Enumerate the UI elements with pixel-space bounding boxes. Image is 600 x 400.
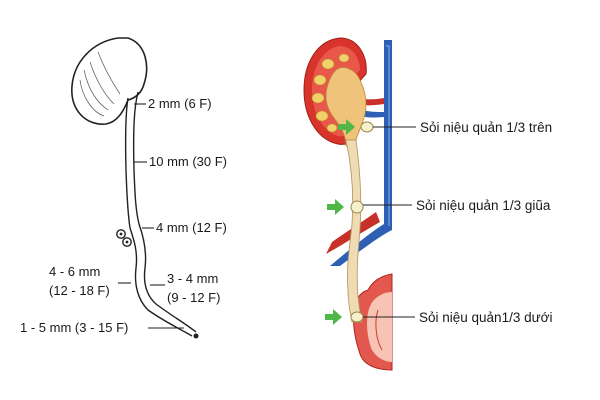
- vena-cava: [330, 40, 392, 266]
- vena-cava-highlight: [386, 45, 390, 226]
- ureter-outlet-dot: [193, 333, 199, 339]
- label-middle-stone: Sỏi niệu quản 1/3 giũa: [416, 198, 551, 213]
- renal-pyramids: [311, 53, 350, 133]
- label-bend-width: 4 - 6 mm: [49, 264, 100, 279]
- arrow-middle-icon: [327, 199, 344, 215]
- stone-upper: [360, 121, 374, 133]
- bladder: [352, 273, 393, 371]
- stone-middle: [350, 200, 364, 214]
- schematic-leader-lines: [118, 103, 184, 329]
- ureter: [345, 139, 363, 323]
- schematic-kidney-shading: [79, 51, 121, 117]
- label-outlet: 1 - 5 mm (3 - 15 F): [20, 320, 128, 335]
- label-upper-ureter: 10 mm (30 F): [149, 154, 227, 169]
- arrow-lower-icon: [325, 309, 342, 325]
- schematic-kidney: [71, 37, 148, 125]
- label-kidney-outlet: 2 mm (6 F): [148, 96, 212, 111]
- schematic-ureter-right-wall: [132, 91, 197, 333]
- label-lower-width: 3 - 4 mm: [167, 271, 218, 286]
- label-bend-french: (12 - 18 F): [49, 283, 110, 298]
- label-mid-ureter: 4 mm (12 F): [156, 220, 227, 235]
- schematic-ureter-left-wall: [124, 97, 193, 337]
- arrow-upper-icon: [338, 119, 355, 135]
- label-lower-french: (9 - 12 F): [167, 290, 220, 305]
- anatomy-leader-lines: [363, 126, 416, 318]
- iliac-vessel-rings: [116, 229, 132, 247]
- stone-indicator-arrows: [325, 119, 355, 325]
- label-upper-stone: Sỏi niệu quản 1/3 trên: [420, 120, 552, 135]
- label-lower-stone: Sỏi niệu quản1/3 dưới: [419, 310, 552, 325]
- left-schematic: 2 mm (6 F) 10 mm (30 F) 4 mm (12 F) 4 - …: [20, 37, 227, 339]
- stone-lower: [350, 311, 364, 323]
- right-anatomy: Sỏi niệu quản 1/3 trên Sỏi niệu quản 1/3…: [303, 37, 552, 371]
